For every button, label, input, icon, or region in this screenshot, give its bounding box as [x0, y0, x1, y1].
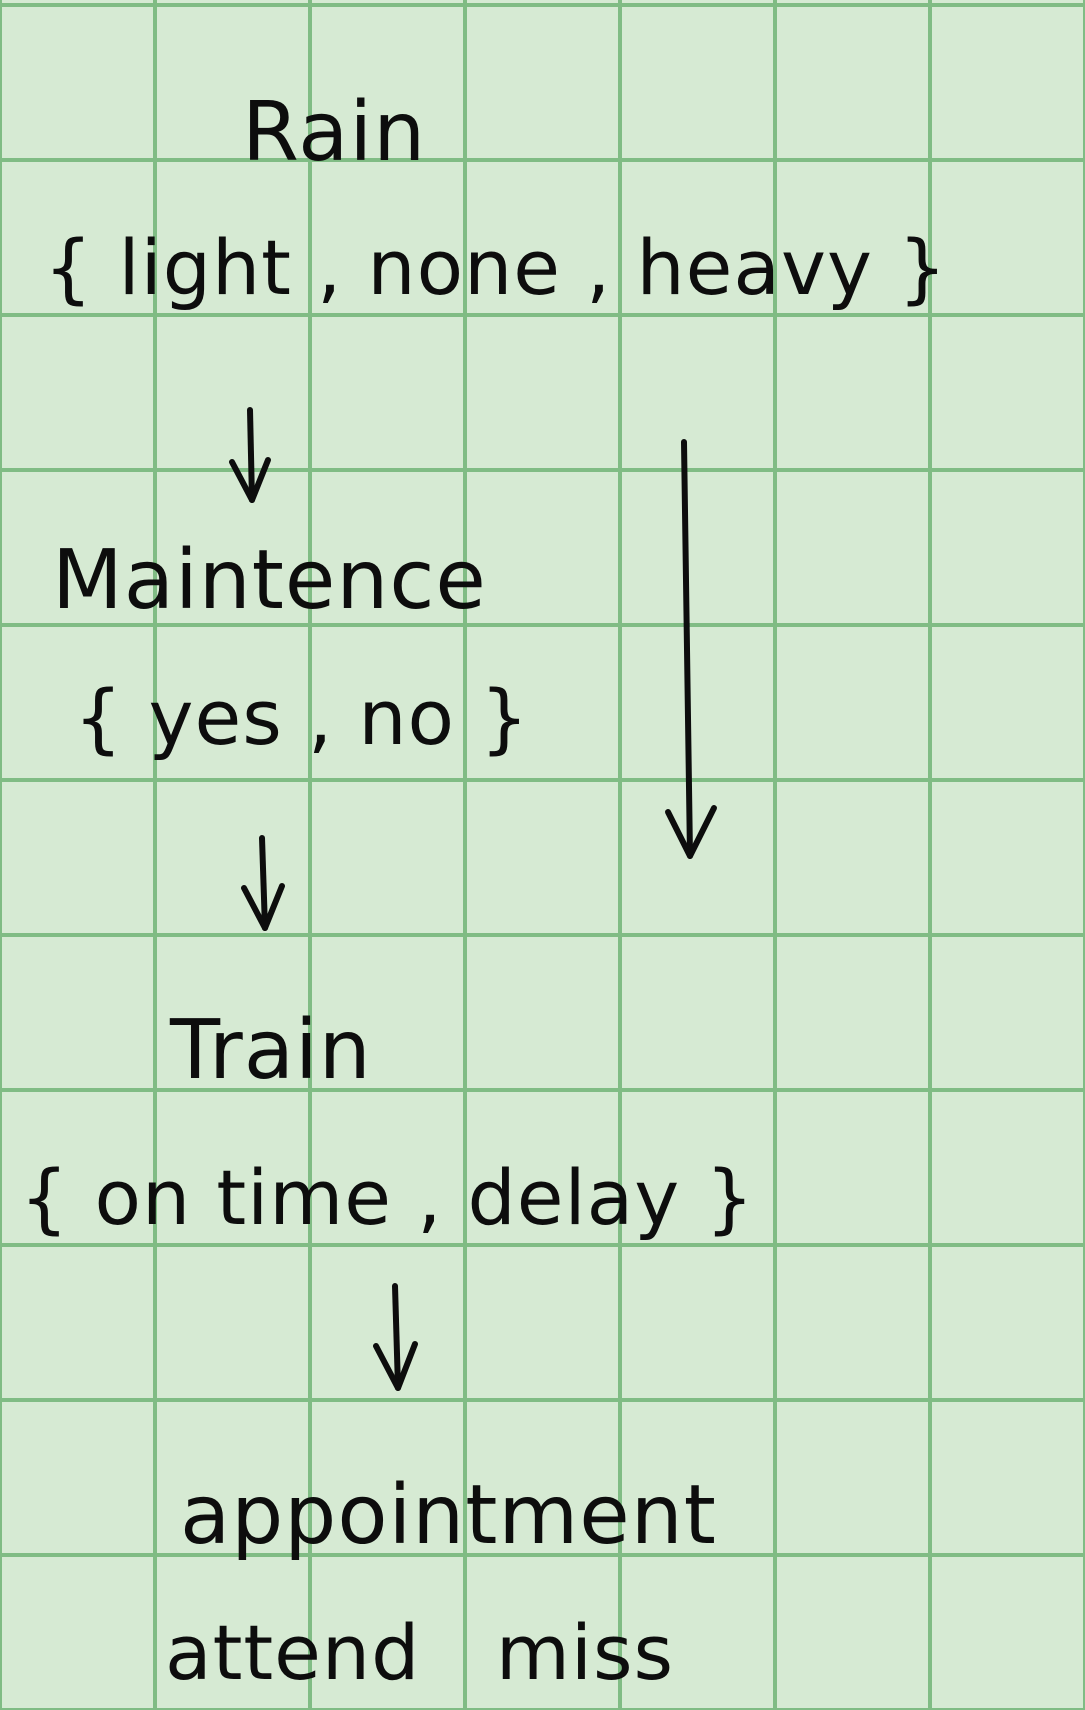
node-maintenance-values: { yes , no } [74, 673, 530, 762]
node-rain-name: Rain [242, 85, 427, 180]
node-maintenance-name: Maintence [52, 533, 487, 628]
node-rain-values: { light , none , heavy } [44, 223, 948, 312]
node-train-values: { on time , delay } [20, 1153, 755, 1242]
node-train-name: Train [170, 1003, 372, 1098]
node-appointment-name: appointment [180, 1468, 717, 1563]
node-appointment-values: attend miss [165, 1608, 675, 1697]
